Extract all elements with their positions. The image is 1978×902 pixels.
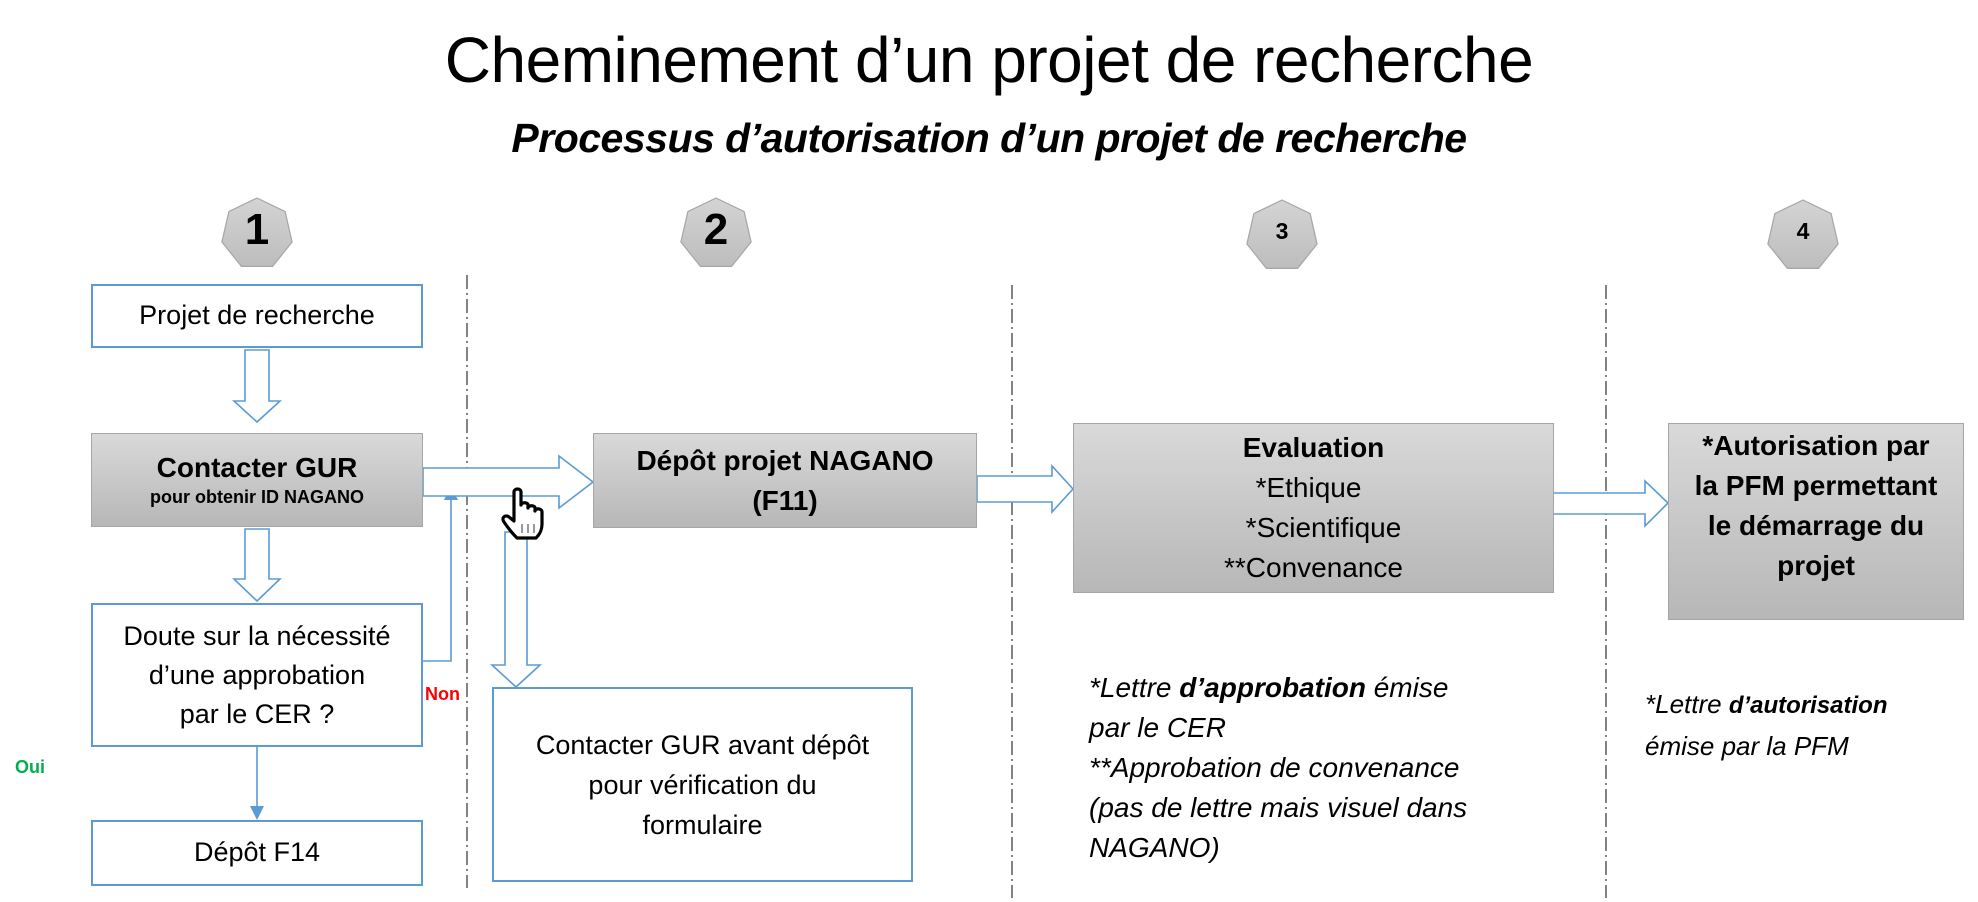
arrow-depot-to-evaluation: [976, 463, 1075, 515]
depot-nagano-line-1: Dépôt projet NAGANO: [636, 444, 934, 476]
autorisation-line-3: le démarrage du: [1707, 510, 1925, 541]
depot-nagano-line-2: (F11): [752, 484, 818, 516]
projet-de-recherche-box: Projet de recherche: [91, 284, 423, 348]
step-heptagon-1: [221, 197, 293, 267]
note3-line-1: *Lettre d’approbation émise: [1089, 668, 1467, 708]
arrow-to-contacter-avant: [489, 531, 543, 689]
depot-f14-label: Dépôt F14: [193, 837, 321, 868]
arrow-evaluation-to-autorisation: [1552, 479, 1670, 528]
note4-text: *Lettre: [1645, 689, 1729, 719]
note4-line-1: *Lettre d’autorisation: [1645, 684, 1888, 726]
note3-bold: d’approbation: [1179, 672, 1366, 703]
page-subtitle: Processus d’autorisation d’un projet de …: [511, 115, 1467, 161]
step-badge-4: 4: [1796, 218, 1810, 244]
note3-text: *Lettre: [1089, 672, 1180, 703]
autorisation-line-1: *Autorisation par: [1702, 430, 1930, 461]
oui-label: Oui: [15, 757, 45, 777]
doute-line-3: par le CER ?: [179, 698, 335, 729]
note3-line-3: **Approbation de convenance: [1089, 752, 1460, 783]
hand-pointer-icon: [501, 487, 544, 540]
evaluation-item-convenance: **Convenance: [1223, 552, 1404, 583]
evaluation-box: Evaluation *Ethique *Scientifique **Conv…: [1073, 423, 1554, 593]
autorisation-box: *Autorisation par la PFM permettant le d…: [1668, 423, 1964, 620]
step-badge-3: 3: [1275, 218, 1289, 244]
doute-line-1: Doute sur la nécessité: [123, 620, 391, 651]
page-title: Cheminement d’un projet de recherche: [444, 24, 1534, 96]
contact-avant-line-1: Contacter GUR avant dépôt: [535, 729, 870, 760]
step-heptagon-2: [680, 197, 752, 267]
doute-cer-box: Doute sur la nécessité d’une approbation…: [91, 603, 423, 747]
arrow-contacter-to-doute: [232, 528, 282, 603]
step-badge-1: 1: [244, 205, 270, 254]
autorisation-line-2: la PFM permettant: [1694, 470, 1938, 501]
note3-line-4: (pas de lettre mais visuel dans: [1089, 792, 1468, 823]
evaluation-title: Evaluation: [1242, 432, 1385, 463]
depot-nagano-box: Dépôt projet NAGANO (F11): [593, 433, 977, 528]
step-heptagon-3: [1246, 199, 1318, 269]
non-label: Non: [425, 684, 460, 704]
projet-label: Projet de recherche: [139, 300, 375, 331]
arrow-contacter-to-depot: [422, 454, 595, 510]
note4-bold: d’autorisation: [1728, 692, 1888, 719]
note3-line-5: NAGANO): [1089, 832, 1220, 863]
contacter-gur-subtitle: pour obtenir ID NAGANO: [150, 487, 364, 507]
note3-line-2: par le CER: [1089, 712, 1226, 743]
step-badge-2: 2: [703, 205, 729, 254]
autorisation-line-4: projet: [1777, 550, 1855, 581]
evaluation-note: *Lettre d’approbation émise par le CER *…: [1089, 668, 1467, 868]
evaluation-item-scientifique: *Scientifique: [1245, 512, 1402, 543]
step-heptagon-4: [1767, 199, 1839, 269]
contacter-gur-title: Contacter GUR: [156, 452, 358, 483]
note3-text: émise: [1365, 672, 1449, 703]
arrowhead-f14: [250, 806, 264, 820]
arrow-projet-to-contacter: [231, 349, 283, 424]
contact-avant-line-2: pour vérification du: [588, 769, 817, 800]
depot-f14-box: Dépôt F14: [91, 820, 423, 886]
evaluation-item-ethique: *Ethique: [1255, 472, 1362, 503]
arrow-non-connector: [423, 498, 452, 662]
contacter-gur-box: Contacter GUR pour obtenir ID NAGANO: [91, 433, 423, 527]
contact-avant-line-3: formulaire: [642, 809, 763, 840]
note4-line-2: émise par la PFM: [1645, 731, 1849, 761]
autorisation-note: *Lettre d’autorisation émise par la PFM: [1645, 684, 1888, 766]
contacter-gur-avant-depot-box: Contacter GUR avant dépôt pour vérificat…: [492, 687, 913, 882]
doute-line-2: d’une approbation: [148, 659, 366, 690]
